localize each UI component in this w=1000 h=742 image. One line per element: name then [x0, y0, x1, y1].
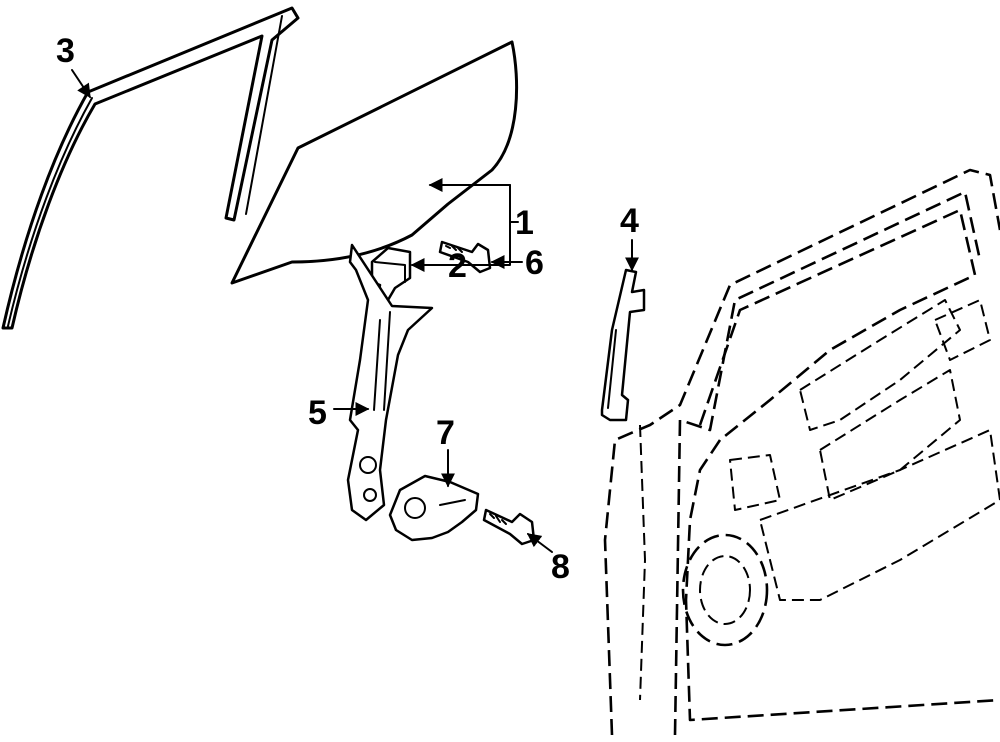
callout-7: 7	[436, 414, 455, 452]
bolt-lower-part	[482, 508, 536, 546]
callout-1: 1	[515, 204, 534, 242]
callout-6: 6	[525, 244, 544, 282]
callout-5: 5	[308, 394, 327, 432]
regulator-rail-part	[346, 243, 434, 522]
guide-rail-part	[600, 268, 646, 422]
callout-8: 8	[551, 548, 570, 586]
callout-3: 3	[56, 32, 75, 70]
callout-2: 2	[448, 247, 467, 285]
window-motor-part	[388, 474, 480, 542]
door-panel-outline	[603, 168, 1000, 736]
callout-4: 4	[620, 202, 639, 240]
leader-lines	[71, 69, 639, 553]
door-glass-part	[230, 40, 519, 285]
run-channel-part	[1, 6, 300, 330]
